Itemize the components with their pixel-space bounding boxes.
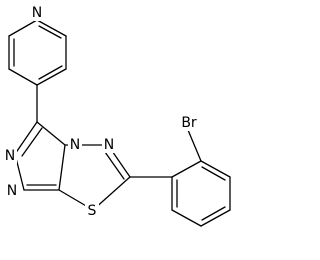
bond (200, 209, 231, 227)
pyridine-ring (8, 19, 67, 86)
bond (187, 129, 202, 162)
atom-n-pyridine: N (30, 4, 44, 21)
bond (36, 68, 67, 86)
atom-label: N (104, 137, 114, 153)
bond (36, 19, 67, 37)
bond (58, 144, 66, 191)
atom-label: N (5, 148, 15, 164)
bond (171, 209, 202, 227)
atom-n-triazole-b: N (5, 182, 19, 199)
bond (21, 127, 43, 157)
atom-n-triazole-a: N (3, 147, 17, 164)
atom-label: Br (181, 115, 197, 131)
bond (36, 121, 66, 146)
atom-label: S (88, 203, 97, 219)
bond (38, 25, 62, 39)
bond (92, 176, 131, 211)
atom-s: S (85, 202, 99, 219)
atom-n-thiadiazole: N (102, 136, 116, 153)
atom-br: Br (178, 114, 200, 131)
bond (14, 121, 38, 155)
atom-label: N (32, 5, 42, 21)
bond (8, 19, 38, 37)
bond (38, 65, 63, 80)
atom-label: N (7, 183, 17, 199)
bond (200, 160, 231, 178)
atom-n-bridge: N (68, 136, 82, 153)
atom-label: N (70, 137, 80, 153)
bond (8, 68, 38, 86)
bond (201, 206, 226, 221)
bond (201, 166, 226, 181)
molecule-diagram: N N N N N S Br (3, 4, 231, 227)
bromophenyl-ring (171, 160, 231, 227)
bond (171, 160, 202, 178)
triazole-ring (14, 121, 66, 191)
bond (104, 151, 125, 180)
thiadiazole-ring (58, 144, 131, 211)
